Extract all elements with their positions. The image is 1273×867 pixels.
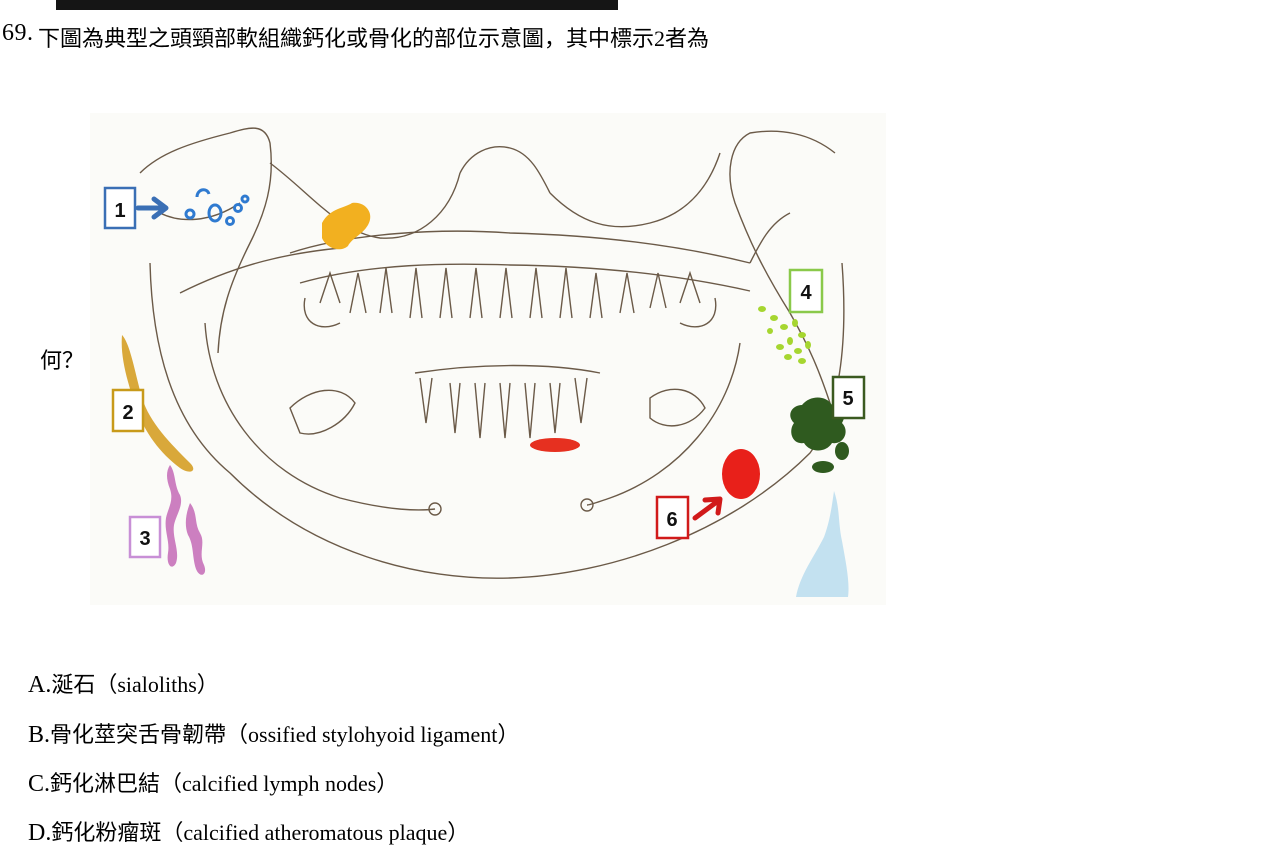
option-b[interactable]: B.骨化莖突舌骨韌帶（ossified stylohyoid ligament） [28, 717, 519, 749]
label-6: 6 [657, 497, 720, 538]
panoramic-diagram: 1 2 3 4 5 6 [90, 113, 886, 605]
lymph-node-chain [166, 465, 206, 575]
option-d-text: 鈣化粉瘤斑（calcified atheromatous plaque） [51, 820, 469, 845]
option-b-text: 骨化莖突舌骨韌帶（ossified stylohyoid ligament） [50, 722, 519, 747]
option-d-letter: D. [28, 820, 51, 846]
option-a-letter: A. [28, 672, 51, 698]
tonsil-calcifications [758, 306, 811, 364]
option-c-text: 鈣化淋巴結（calcified lymph nodes） [50, 771, 398, 796]
yellow-blob [322, 203, 370, 249]
label-4: 4 [790, 270, 822, 312]
question-number: 69. [2, 20, 34, 47]
label-3: 3 [130, 517, 160, 557]
label-5: 5 [833, 377, 864, 418]
svg-text:2: 2 [122, 402, 133, 424]
question-text-continuation: 何？ [40, 343, 84, 375]
svg-text:6: 6 [666, 509, 677, 531]
option-d[interactable]: D.鈣化粉瘤斑（calcified atheromatous plaque） [28, 815, 469, 847]
arrow-6 [695, 499, 720, 518]
option-b-letter: B. [28, 722, 50, 748]
top-image-strip [56, 0, 618, 10]
tongue-marker [530, 438, 580, 452]
svg-text:4: 4 [800, 282, 812, 304]
option-a-text: 涎石（sialoliths） [51, 672, 218, 697]
svg-text:3: 3 [139, 528, 150, 550]
calcified-plaque-6 [722, 449, 760, 499]
option-c-letter: C. [28, 771, 50, 797]
option-a[interactable]: A.涎石（sialoliths） [28, 667, 219, 699]
label-2: 2 [113, 390, 143, 431]
hyoid-shadow [796, 491, 849, 597]
svg-text:5: 5 [842, 388, 853, 410]
question-text: 下圖為典型之頭頸部軟組織鈣化或骨化的部位示意圖，其中標示2者為 [38, 21, 709, 53]
option-c[interactable]: C.鈣化淋巴結（calcified lymph nodes） [28, 766, 398, 798]
label-1: 1 [105, 188, 166, 228]
svg-text:1: 1 [114, 200, 125, 222]
